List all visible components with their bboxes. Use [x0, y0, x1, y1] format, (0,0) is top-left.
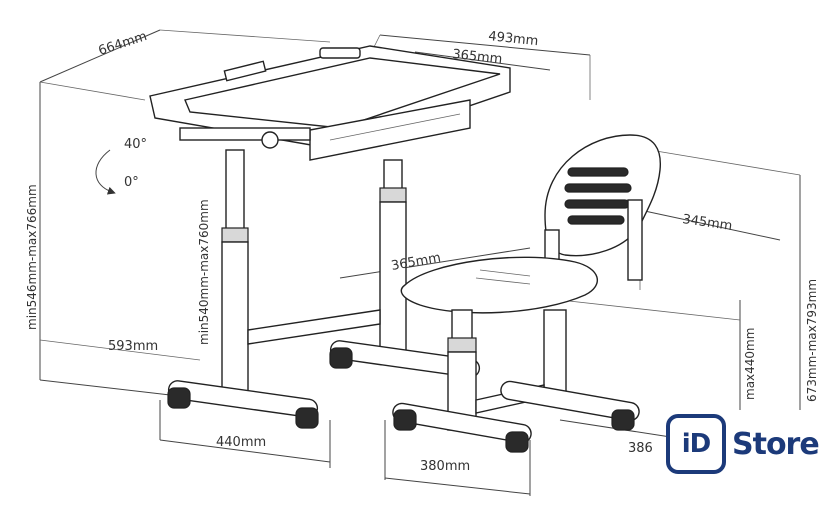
tilt-knob — [261, 131, 279, 149]
desk-tilt-board — [184, 57, 501, 129]
label-chair-back-width: 345mm — [681, 212, 733, 234]
desk-foot-back — [329, 340, 481, 378]
desk-leg-left-lower — [221, 241, 249, 393]
label-tilt-min: 0° — [124, 175, 139, 190]
label-chair-seat-height: max440mm — [743, 328, 757, 400]
pen-tray — [223, 60, 267, 82]
label-chair-base-depth: 386 — [628, 441, 653, 456]
logo-badge: iD — [666, 414, 726, 474]
tilt-arrow-icon — [95, 149, 116, 195]
desk-leg-right-upper — [383, 159, 403, 191]
chair-foot-back — [500, 380, 640, 422]
desk-drawer — [309, 99, 471, 161]
idstore-logo: iD Store — [666, 414, 820, 474]
chair-column-collar — [447, 337, 477, 353]
chair-rear-column — [543, 309, 567, 401]
label-drawer-width: 365mm — [452, 47, 503, 67]
desk-crossbar — [247, 309, 381, 345]
label-desk-front-height: min540mm-max760mm — [197, 199, 211, 345]
chair-backrest — [544, 134, 662, 257]
desk — [149, 45, 511, 429]
desk-foot-front — [167, 380, 319, 418]
desk-leg-right-collar — [379, 187, 407, 203]
label-desk-foot-span: 440mm — [216, 435, 266, 450]
desk-leg-left-upper — [225, 149, 245, 231]
desk-leg-right-lower — [379, 201, 407, 363]
chair — [392, 134, 662, 453]
chair-seat — [400, 256, 598, 314]
label-base-width: 593mm — [108, 339, 158, 354]
logo-wordmark: Store — [732, 426, 820, 462]
dimension-lines — [39, 29, 801, 496]
desk-frame-bar — [179, 127, 311, 141]
backrest-slots — [564, 167, 632, 225]
label-desk-height: min546mm-max766mm — [25, 184, 39, 330]
label-tilt-max: 40° — [124, 137, 147, 152]
label-desk-width: 664mm — [97, 29, 149, 59]
chair-column-upper — [451, 309, 473, 341]
desk-leg-left-collar — [221, 227, 249, 243]
label-desk-depth: 493mm — [488, 29, 539, 49]
chair-back-post-right — [627, 199, 643, 281]
logo-badge-text: iD — [681, 429, 711, 459]
desk-cup-holder — [319, 47, 361, 59]
label-chair-foot-span: 380mm — [420, 459, 470, 474]
chair-foot-front — [392, 402, 532, 444]
label-chair-back-height: 673mm-max793mm — [805, 279, 819, 402]
